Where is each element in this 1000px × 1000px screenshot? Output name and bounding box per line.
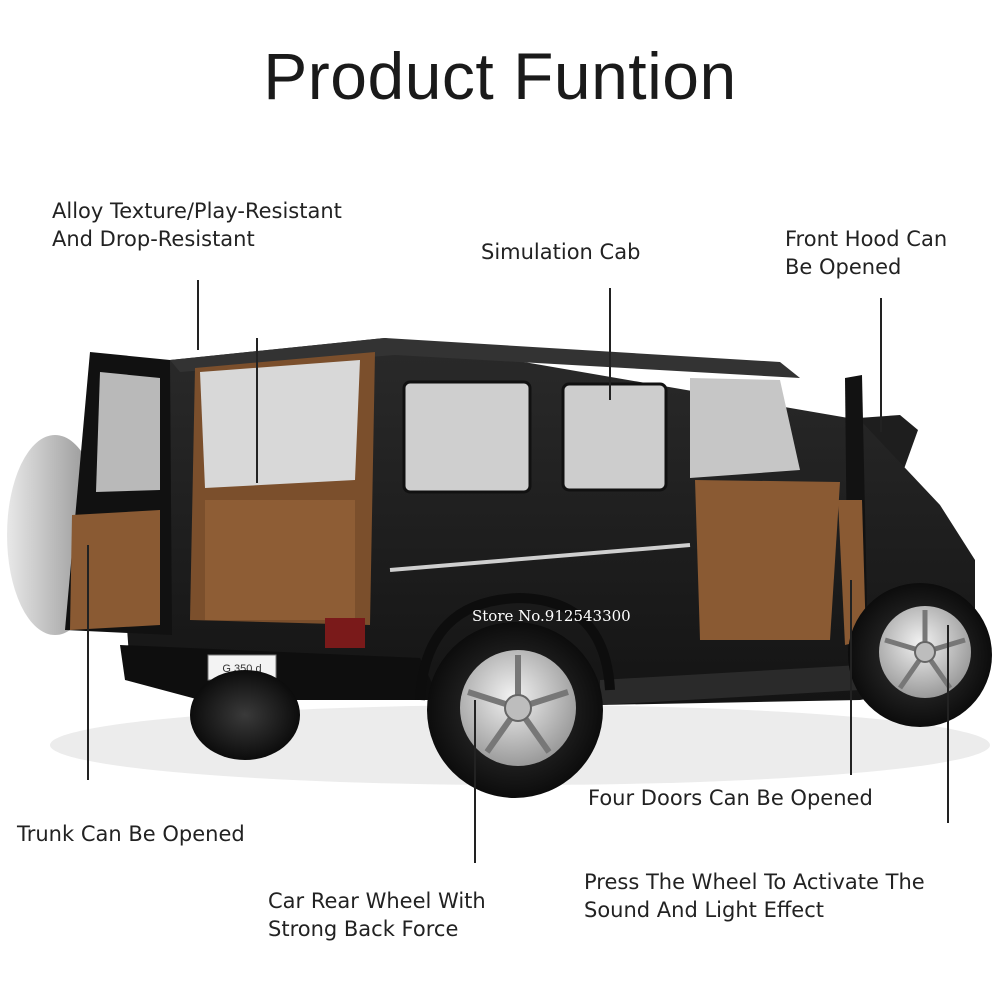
page-title: Product Funtion [263, 39, 737, 113]
hood-label: Front Hood Can Be Opened [785, 225, 947, 281]
side-window-rear [402, 380, 532, 494]
cargo-seat [205, 500, 355, 620]
trunk-callout-line [87, 545, 89, 780]
rear-wheel-arch [415, 592, 615, 701]
alloy-label: Alloy Texture/Play-Resistant And Drop-Re… [52, 197, 342, 253]
rear-window-opening [200, 360, 360, 488]
side-trim [389, 543, 691, 572]
alloy-label-line2: And Drop-Resistant [52, 227, 255, 251]
rear-wheel-label-line1: Car Rear Wheel With [268, 889, 486, 913]
rear-wheel-hub [504, 694, 532, 722]
press-wheel-label-line1: Press The Wheel To Activate The [584, 870, 925, 894]
rear-wheel-callout-line [474, 700, 476, 863]
press-wheel-callout-line [947, 625, 949, 823]
front-door-interior [695, 480, 840, 640]
side-window-mid [561, 382, 668, 492]
trunk-label: Trunk Can Be Opened [17, 822, 245, 846]
hood-callout-line [880, 298, 882, 432]
car-roof [170, 338, 800, 378]
front-door-panel [838, 500, 866, 645]
hood-label-line2: Be Opened [785, 255, 902, 279]
rear-door-window [96, 372, 160, 492]
side-window-front [690, 378, 800, 478]
press-wheel-label: Press The Wheel To Activate The Sound An… [584, 868, 925, 924]
press-wheel-label-line2: Sound And Light Effect [584, 898, 825, 922]
front-wheel-hub [914, 641, 936, 663]
rear-wheel-label: Car Rear Wheel With Strong Back Force [268, 887, 486, 943]
rear-bumper [120, 645, 440, 700]
side-step [600, 665, 860, 705]
rear-wheel-label-line2: Strong Back Force [268, 917, 459, 941]
cab-label: Simulation Cab [481, 240, 641, 264]
hood-label-line1: Front Hood Can [785, 227, 948, 251]
cab-callout-line [609, 288, 611, 400]
rear-left-tire [190, 670, 300, 760]
alloy-callout-line-2 [256, 338, 258, 483]
tail-light [325, 618, 365, 648]
alloy-label-line1: Alloy Texture/Play-Resistant [52, 199, 342, 223]
doors-callout-line [850, 580, 852, 775]
store-watermark: Store No.912543300 [472, 607, 631, 625]
rear-door-panel [70, 510, 160, 630]
doors-label: Four Doors Can Be Opened [588, 786, 873, 810]
alloy-callout-line [197, 280, 199, 350]
